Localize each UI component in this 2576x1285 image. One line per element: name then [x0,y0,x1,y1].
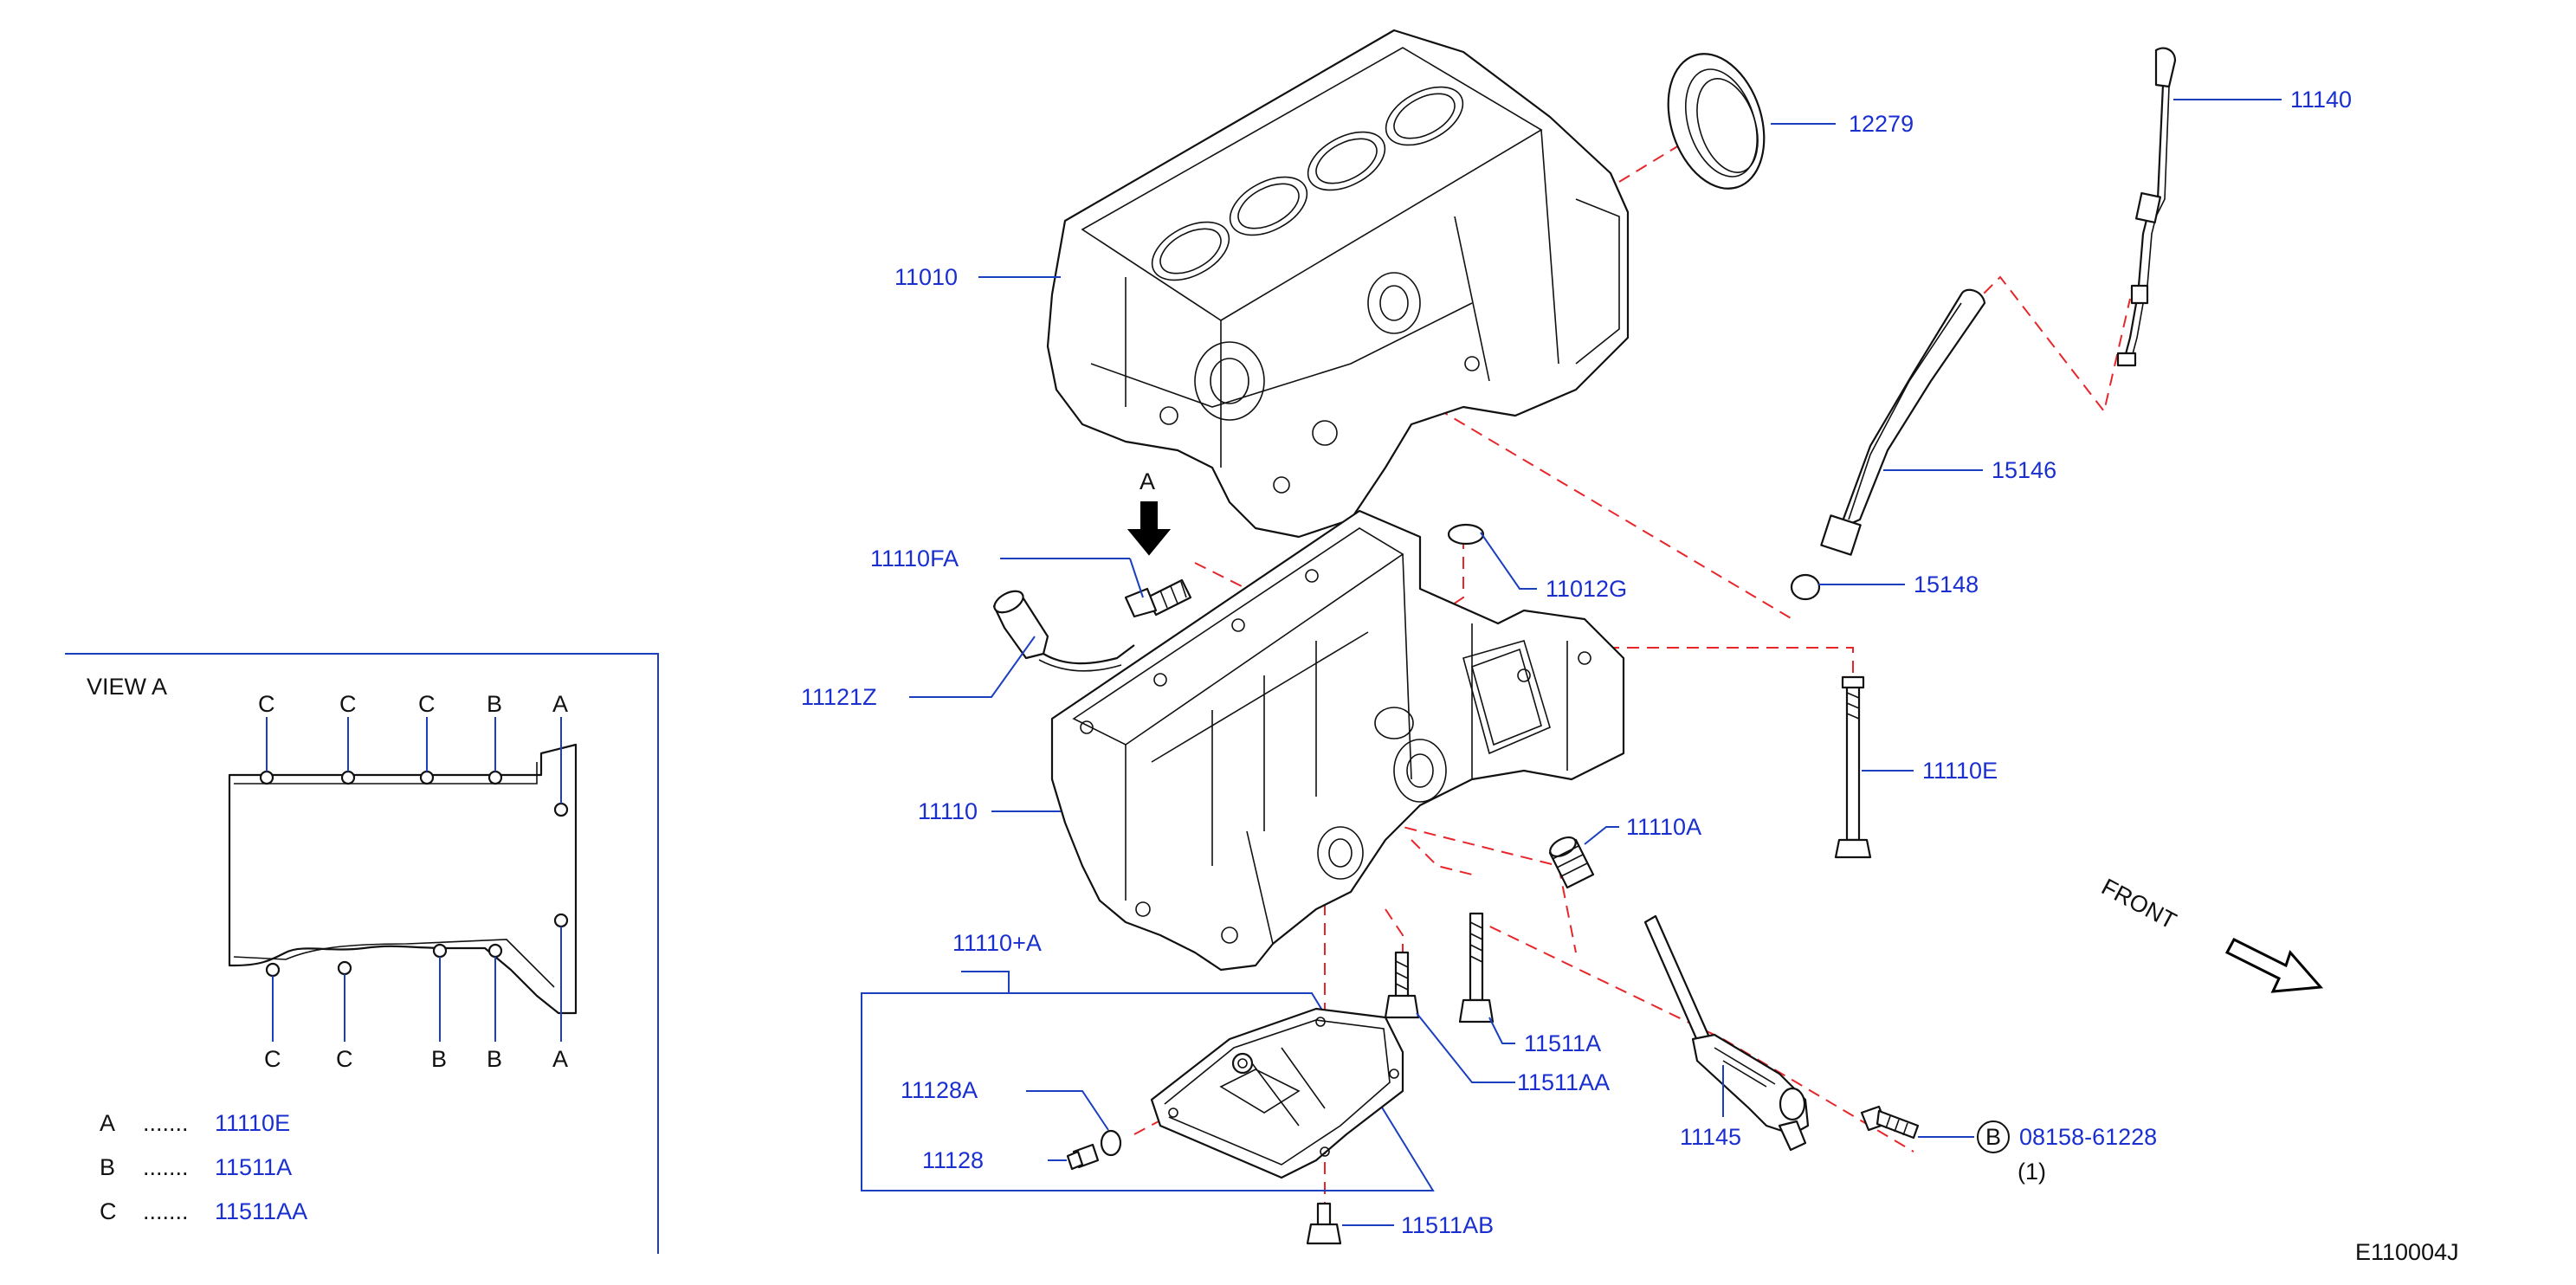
crankshaft-sensor[interactable] [1643,914,1810,1152]
oil-level-gauge-guide[interactable] [1820,288,1986,556]
oil-strainer[interactable] [991,587,1135,672]
front-label: FRONT [2097,874,2180,934]
view-a-pan-inner-top [234,762,538,785]
label-11110a[interactable]: 11110A [1626,814,1701,840]
legend-key: C [100,1198,117,1224]
view-a-frame [65,653,659,1254]
legend-value[interactable]: 11110E [215,1110,290,1136]
bolt-11511ab[interactable] [1306,1202,1342,1245]
view-a-pan-inner-bottom [233,939,555,988]
view-a-bottom-letter: A [552,1046,568,1072]
bolt-11511aa[interactable] [1384,951,1420,1019]
view-a-arrow: A [1127,468,1172,556]
view-a-bottom-letter: B [431,1046,447,1072]
label-11140[interactable]: 11140 [2290,87,2352,113]
view-a-bolt-holes [259,770,569,978]
view-a-top-letter: C [418,691,436,717]
view-a-bottom-letters: C C B B A [264,1046,568,1072]
view-a-pan-outline [228,743,578,1015]
view-a-top-letter: A [552,691,568,717]
view-a-top-letters: C C C B A [258,691,568,717]
view-a-leaders [266,717,562,1042]
part-labels: 12279 11140 11010 15146 15148 11110FA 11… [801,87,2352,1238]
plug-11110a[interactable] [1547,834,1595,889]
label-11110[interactable]: 11110 [918,798,978,824]
view-a-bottom-letter: C [336,1046,353,1072]
view-a-panel: VIEW A [65,653,659,1254]
bolt-08158-61228[interactable] [1860,1105,1920,1140]
label-11511ab[interactable]: 11511AB [1401,1212,1494,1238]
label-12279[interactable]: 12279 [1849,111,1914,137]
washer-11128a[interactable] [1100,1129,1122,1157]
label-11010[interactable]: 11010 [894,264,958,290]
down-arrow-icon [1127,501,1172,556]
rear-oil-seal[interactable] [1652,42,1780,201]
label-11110e[interactable]: 11110E [1922,758,1998,784]
label-11128[interactable]: 11128 [922,1147,984,1173]
label-08158-61228[interactable]: 08158-61228 [2019,1124,2157,1150]
bolt-11511a[interactable] [1458,912,1495,1023]
cylinder-block[interactable] [1046,29,1630,539]
o-ring-15148[interactable] [1790,573,1821,601]
oil-pan-group-frame [861,992,1435,1191]
front-arrow-icon [2224,938,2324,993]
label-11121z[interactable]: 11121Z [801,684,877,710]
view-a-top-letter: B [487,691,502,717]
oil-pan-group[interactable] [861,992,1435,1191]
label-11511a[interactable]: 11511A [1524,1030,1601,1056]
label-leaders [909,99,2282,1226]
bolt-11110e[interactable] [1834,675,1872,859]
view-a-bottom-letter: B [487,1046,502,1072]
legend-dots: ....... [143,1110,189,1136]
view-a-top-letter: C [258,691,275,717]
label-15146[interactable]: 15146 [1992,457,2056,483]
diagram-code: E110004J [2355,1239,2459,1265]
label-11012g[interactable]: 11012G [1546,576,1627,602]
front-indicator: FRONT [2097,874,2324,993]
lower-cylinder-block[interactable] [1050,509,1625,972]
label-15148[interactable]: 15148 [1914,571,1979,597]
bolt-11110fa[interactable] [1124,578,1192,618]
view-a-bottom-letter: C [264,1046,281,1072]
legend-key: B [100,1154,115,1180]
label-11511aa[interactable]: 11511AA [1517,1069,1610,1095]
view-a-top-letter: C [339,691,357,717]
label-08158-qty: (1) [2018,1159,2046,1185]
o-ring-11012g[interactable] [1447,523,1485,546]
legend-value[interactable]: 11511A [215,1154,292,1180]
legend-dots: ....... [143,1198,189,1224]
view-arrow-label: A [1140,468,1155,494]
label-11110plusa[interactable]: 11110+A [952,930,1042,956]
label-11145[interactable]: 11145 [1680,1124,1741,1150]
view-a-title: VIEW A [87,674,167,700]
label-11110fa[interactable]: 11110FA [870,546,959,571]
view-a-legend: A ....... 11110E B ....... 11511A C ....… [100,1110,307,1224]
oil-level-gauge[interactable] [2116,47,2177,367]
reference-circle [1977,1120,2010,1153]
reference-circle-letter: B [1985,1124,2001,1150]
legend-key: A [100,1110,115,1136]
drain-plug-11128[interactable] [1066,1143,1100,1171]
label-11128a[interactable]: 11128A [901,1077,978,1103]
legend-value[interactable]: 11511AA [215,1198,307,1224]
legend-dots: ....... [143,1154,189,1180]
